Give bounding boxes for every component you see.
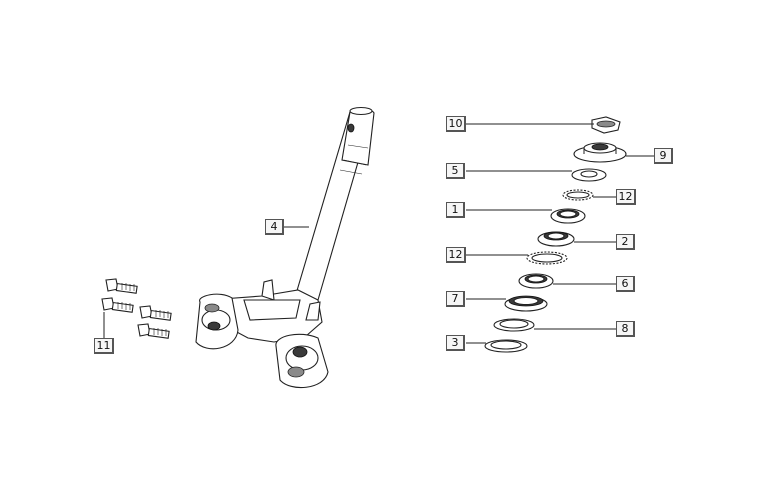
callout-5: 5 [446,163,465,179]
callout-7: 7 [446,291,465,307]
callout-9: 9 [654,148,673,164]
callout-2: 2 [616,234,635,250]
ball-race-upper [562,189,594,201]
race-7 [504,295,548,312]
cone-1 [550,208,586,224]
cup-2 [537,231,575,247]
headset-parts-stack [484,116,627,353]
clamp-bolts [101,278,172,339]
callout-1: 1 [446,202,465,218]
callout-11: 11 [94,338,114,354]
lock-nut [573,142,627,163]
callout-6: 6 [616,276,635,292]
washer-5 [571,168,607,182]
ball-race-lower [526,251,568,265]
callout-3: 3 [446,335,465,351]
seal-8 [493,318,535,332]
callout-12-lower: 12 [446,247,466,263]
callout-12-upper: 12 [616,189,636,205]
callout-10: 10 [446,116,466,132]
top-nut [591,116,621,134]
washer-3 [484,339,528,353]
steering-stem [195,106,375,389]
race-6 [518,273,554,289]
callout-8: 8 [616,321,635,337]
leader-lines [103,123,654,344]
callout-4: 4 [265,219,284,235]
